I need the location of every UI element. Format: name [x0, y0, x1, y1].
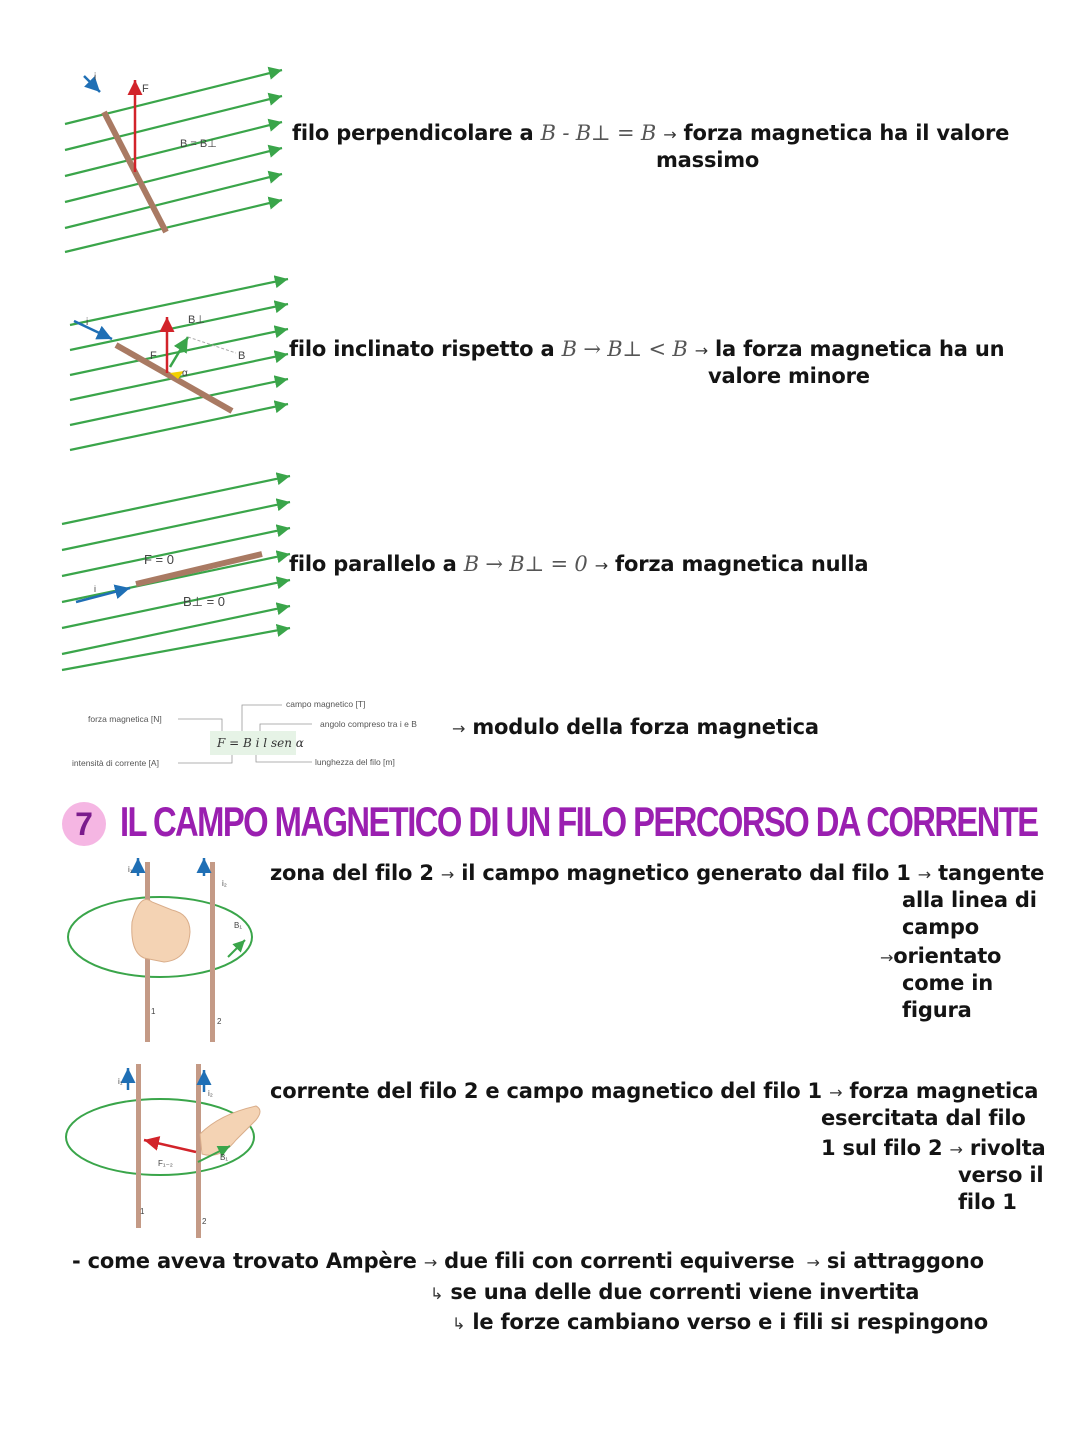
- svg-text:i₂: i₂: [208, 1089, 213, 1098]
- figure-right-hand-field: i₁ i₂ B₁ 1 2: [60, 852, 270, 1047]
- section-number: 7: [62, 802, 106, 846]
- label-B: B = B⊥: [180, 138, 217, 150]
- formula-expr: F = B i l sen α: [217, 736, 304, 750]
- section-title: IL CAMPO MAGNETICO DI UN FILO PERCORSO D…: [120, 798, 1039, 845]
- svg-text:B⊥: B⊥: [188, 314, 205, 326]
- notes-line3: ↳ le forze cambiano verso e i fili si re…: [452, 1310, 988, 1334]
- row3-math: B → B⊥ = 0: [463, 552, 588, 576]
- row2-math: B → B⊥ < B: [561, 337, 688, 361]
- notes-line2: ↳ se una delle due correnti viene invert…: [430, 1280, 920, 1304]
- block2-col-3: 1 sul filo 2 → rivolta: [821, 1136, 1046, 1160]
- label-angolo: angolo compreso tra i e B: [320, 719, 417, 729]
- row1-text: filo perpendicolare a B - B⊥ = B → forza…: [292, 121, 1010, 145]
- svg-text:1: 1: [140, 1207, 145, 1216]
- notes-line1: - come aveva trovato Ampère → due fili c…: [72, 1249, 984, 1273]
- block1-col-3: campo: [902, 915, 979, 939]
- svg-text:i₁: i₁: [128, 865, 133, 874]
- label-forza: forza magnetica [N]: [88, 714, 162, 724]
- figure-force-between-wires: i₁ i₂ F₁₋₂ B₁ 1 2: [60, 1062, 270, 1242]
- block1-col2-2: come in: [902, 971, 994, 995]
- svg-text:2: 2: [217, 1017, 222, 1026]
- svg-text:i₂: i₂: [222, 879, 227, 888]
- row2-text: filo inclinato rispetto a B → B⊥ < B → l…: [289, 337, 1005, 361]
- svg-text:α: α: [182, 368, 188, 379]
- field-lines: [64, 66, 283, 254]
- svg-text:F: F: [150, 350, 157, 362]
- figure-parallel-wire: F = 0 B⊥ = 0 i: [58, 472, 294, 672]
- svg-text:F₁₋₂: F₁₋₂: [158, 1159, 173, 1168]
- svg-text:i: i: [86, 317, 88, 328]
- svg-text:B₁: B₁: [220, 1153, 228, 1162]
- svg-text:F = 0: F = 0: [144, 552, 174, 567]
- label-intensita: intensità di corrente [A]: [72, 758, 159, 768]
- formula-diagram: forza magnetica [N] campo magnetico [T] …: [60, 695, 460, 775]
- row1-math: B - B⊥ = B: [540, 121, 657, 145]
- block1-col2-3: figura: [902, 998, 972, 1022]
- block1-col2-1: →orientato: [880, 944, 1002, 968]
- svg-text:B: B: [238, 350, 245, 362]
- label-F: F: [142, 83, 149, 95]
- svg-text:B⊥ = 0: B⊥ = 0: [183, 594, 225, 609]
- svg-text:1: 1: [151, 1007, 156, 1016]
- formula-result: → modulo della forza magnetica: [452, 715, 819, 739]
- figure-perpendicular-wire: i F B = B⊥: [60, 62, 290, 257]
- label-i: i: [94, 72, 96, 83]
- svg-text:2: 2: [202, 1217, 207, 1226]
- block1-text: zona del filo 2 → il campo magnetico gen…: [270, 861, 1045, 885]
- block1-col-2: alla linea di: [902, 888, 1037, 912]
- figure-inclined-wire: i F B⊥ B α: [60, 275, 292, 455]
- label-lunghezza: lunghezza del filo [m]: [315, 757, 395, 767]
- label-campo: campo magnetico [T]: [286, 699, 366, 709]
- block2-text: corrente del filo 2 e campo magnetico de…: [270, 1079, 1039, 1103]
- row1-text-cont: massimo: [656, 148, 760, 172]
- block2-col-2: esercitata dal filo: [821, 1106, 1026, 1130]
- block2-col2-3: filo 1: [958, 1190, 1017, 1214]
- row3-text: filo parallelo a B → B⊥ = 0 → forza magn…: [289, 552, 869, 576]
- svg-text:B₁: B₁: [234, 921, 242, 930]
- svg-text:i: i: [94, 584, 96, 594]
- row2-text-cont: valore minore: [708, 364, 870, 388]
- block2-col2-2: verso il: [958, 1163, 1044, 1187]
- svg-text:i₁: i₁: [118, 1077, 123, 1086]
